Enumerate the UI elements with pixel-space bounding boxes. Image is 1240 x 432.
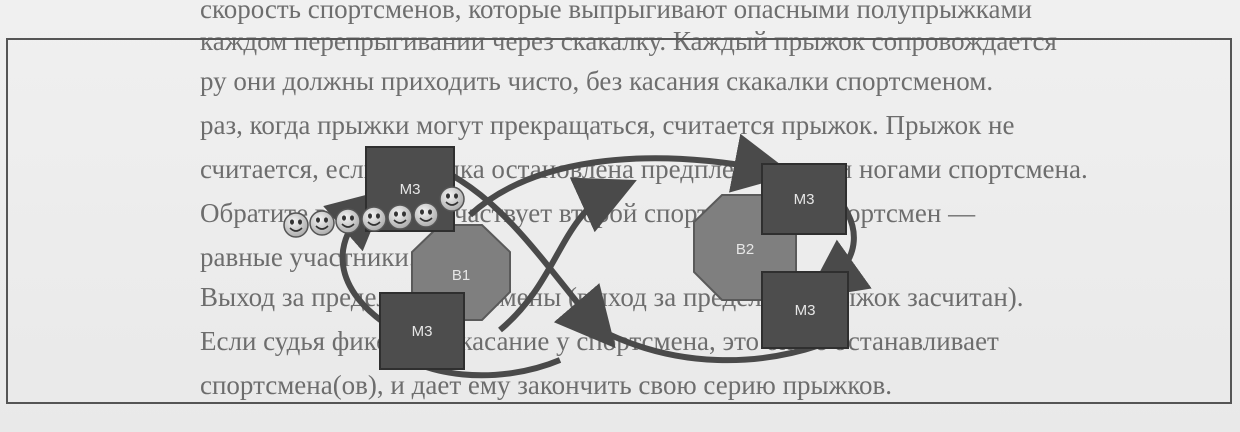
smiley-icon [387,204,413,230]
smiley-icon [283,212,309,238]
smiley-icon [439,186,465,212]
m3-label: M3 [795,302,816,319]
text-line: каждом перепрыгивании через скакалку. Ка… [200,26,1057,56]
m3-label: M3 [412,323,433,340]
arrow-bottom-curve [598,327,821,364]
text-line: спортсмена(ов), и дает ему закончить сво… [200,370,893,400]
b2-label: B2 [736,241,754,258]
figure-frame [6,38,1232,404]
m3-label: M3 [794,191,815,208]
m3-box-bottom-left: M3 [379,292,465,370]
smiley-icon [335,208,361,234]
arrow-top-curve [467,133,794,218]
smiley-icon [361,206,387,232]
arrow-cross-up [498,177,637,333]
m3-box-top-right: M3 [761,163,847,235]
text-line: ру они должны приходить чисто, без касан… [200,66,994,96]
b1-label: B1 [452,267,470,284]
text-line: скорость спортсменов, которые выпрыгиваю… [200,0,1032,24]
m3-box-bottom-right: M3 [761,271,849,349]
m3-label: M3 [400,181,421,198]
smiley-icon [413,202,439,228]
text-line: раз, когда прыжки могут прекращаться, сч… [200,110,1015,140]
smiley-chain [283,186,465,238]
smiley-icon [309,210,335,236]
